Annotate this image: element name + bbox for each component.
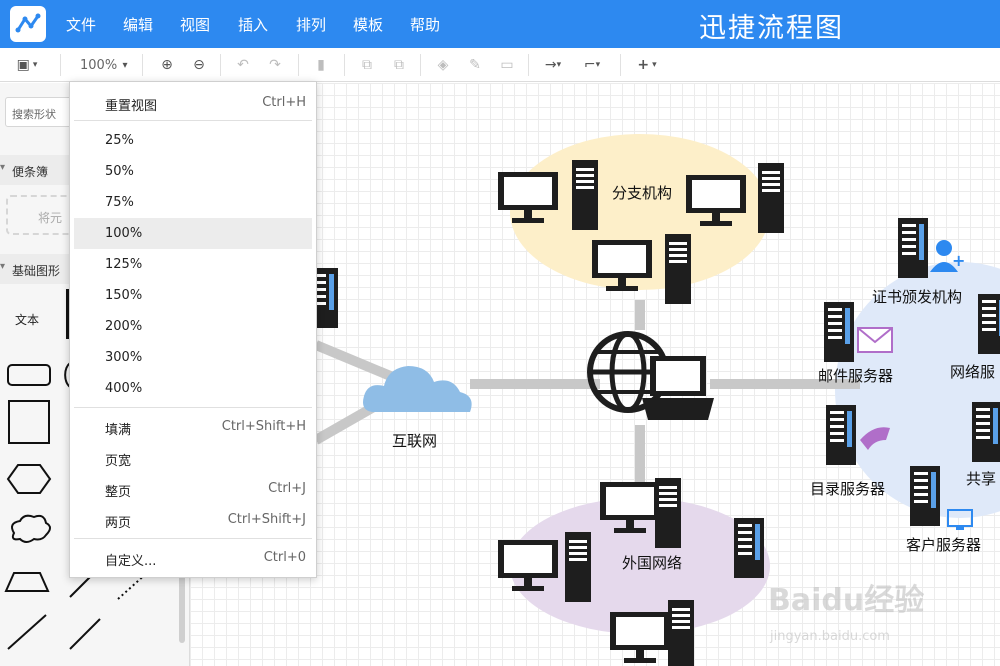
zoom-in-icon[interactable]: ⊕ [161, 57, 173, 73]
app-title: 迅捷流程图 [699, 13, 844, 44]
shape-line [66, 289, 70, 339]
shape-rounded-rect [7, 364, 51, 386]
shape-cloud [11, 514, 51, 543]
shadow-icon[interactable]: ▭ [500, 57, 514, 73]
fill-color-icon[interactable]: ◈ [437, 57, 449, 73]
shape-trapezoid [4, 572, 50, 592]
app-logo-icon[interactable] [10, 6, 46, 42]
menu-bar: 文件 编辑 视图 插入 排列 模板 帮助 迅捷流程图 [0, 0, 1000, 48]
zoom-select[interactable]: 100% [80, 58, 118, 73]
toolbar: ▣ ▾ ▾ ⊕ ⊖ ↶ ↷ ▮ ⧉ ⧉ ◈ ✎ ▭ →▾ ⌐▾ +▾ [0, 48, 1000, 82]
menu-edit[interactable]: 编辑 [123, 16, 154, 34]
menu-template[interactable]: 模板 [353, 16, 384, 34]
zoom-out-icon[interactable]: ⊖ [193, 57, 205, 73]
shape-text[interactable]: 文本 [15, 313, 40, 327]
zoom-125[interactable]: 125% [105, 257, 143, 272]
zoom-150[interactable]: 150% [105, 288, 143, 303]
connection-icon[interactable]: →▾ [544, 57, 562, 73]
line-color-icon[interactable]: ✎ [469, 57, 481, 73]
format-panel-icon[interactable]: ▣ ▾ [16, 57, 38, 73]
to-front-icon[interactable]: ⧉ [362, 57, 372, 73]
menu-custom-zoom[interactable]: 自定义...Ctrl+0 [105, 550, 306, 569]
menu-help[interactable]: 帮助 [410, 16, 441, 34]
insert-icon[interactable]: +▾ [637, 57, 657, 73]
zoom-300[interactable]: 300% [105, 350, 143, 365]
shape-ellipse [64, 362, 71, 388]
shape-arrow-2 [69, 618, 101, 650]
zoom-25[interactable]: 25% [105, 133, 134, 148]
to-back-icon[interactable]: ⧉ [394, 57, 404, 73]
delete-icon[interactable]: ▮ [317, 57, 325, 73]
shape-dashed-line [117, 562, 159, 600]
undo-icon[interactable]: ↶ [237, 57, 249, 73]
shape-palette [4, 289, 159, 650]
shape-line-2 [7, 614, 47, 650]
menu-page-width[interactable]: 页宽 [105, 454, 132, 469]
waypoint-icon[interactable]: ⌐▾ [583, 57, 601, 73]
menu-insert[interactable]: 插入 [238, 16, 269, 34]
menu-arrange[interactable]: 排列 [296, 16, 327, 34]
zoom-400[interactable]: 400% [105, 381, 143, 396]
shape-square [8, 400, 50, 444]
shape-hexagon [6, 464, 52, 494]
zoom-200[interactable]: 200% [105, 319, 143, 334]
zoom-100[interactable]: 100% [74, 218, 312, 249]
menu-file[interactable]: 文件 [66, 16, 97, 34]
redo-icon[interactable]: ↷ [269, 57, 281, 73]
zoom-75[interactable]: 75% [105, 195, 134, 210]
zoom-50[interactable]: 50% [105, 164, 134, 179]
zoom-dropdown-chevron-icon[interactable]: ▾ [122, 59, 128, 71]
menu-view[interactable]: 视图 [180, 16, 211, 34]
